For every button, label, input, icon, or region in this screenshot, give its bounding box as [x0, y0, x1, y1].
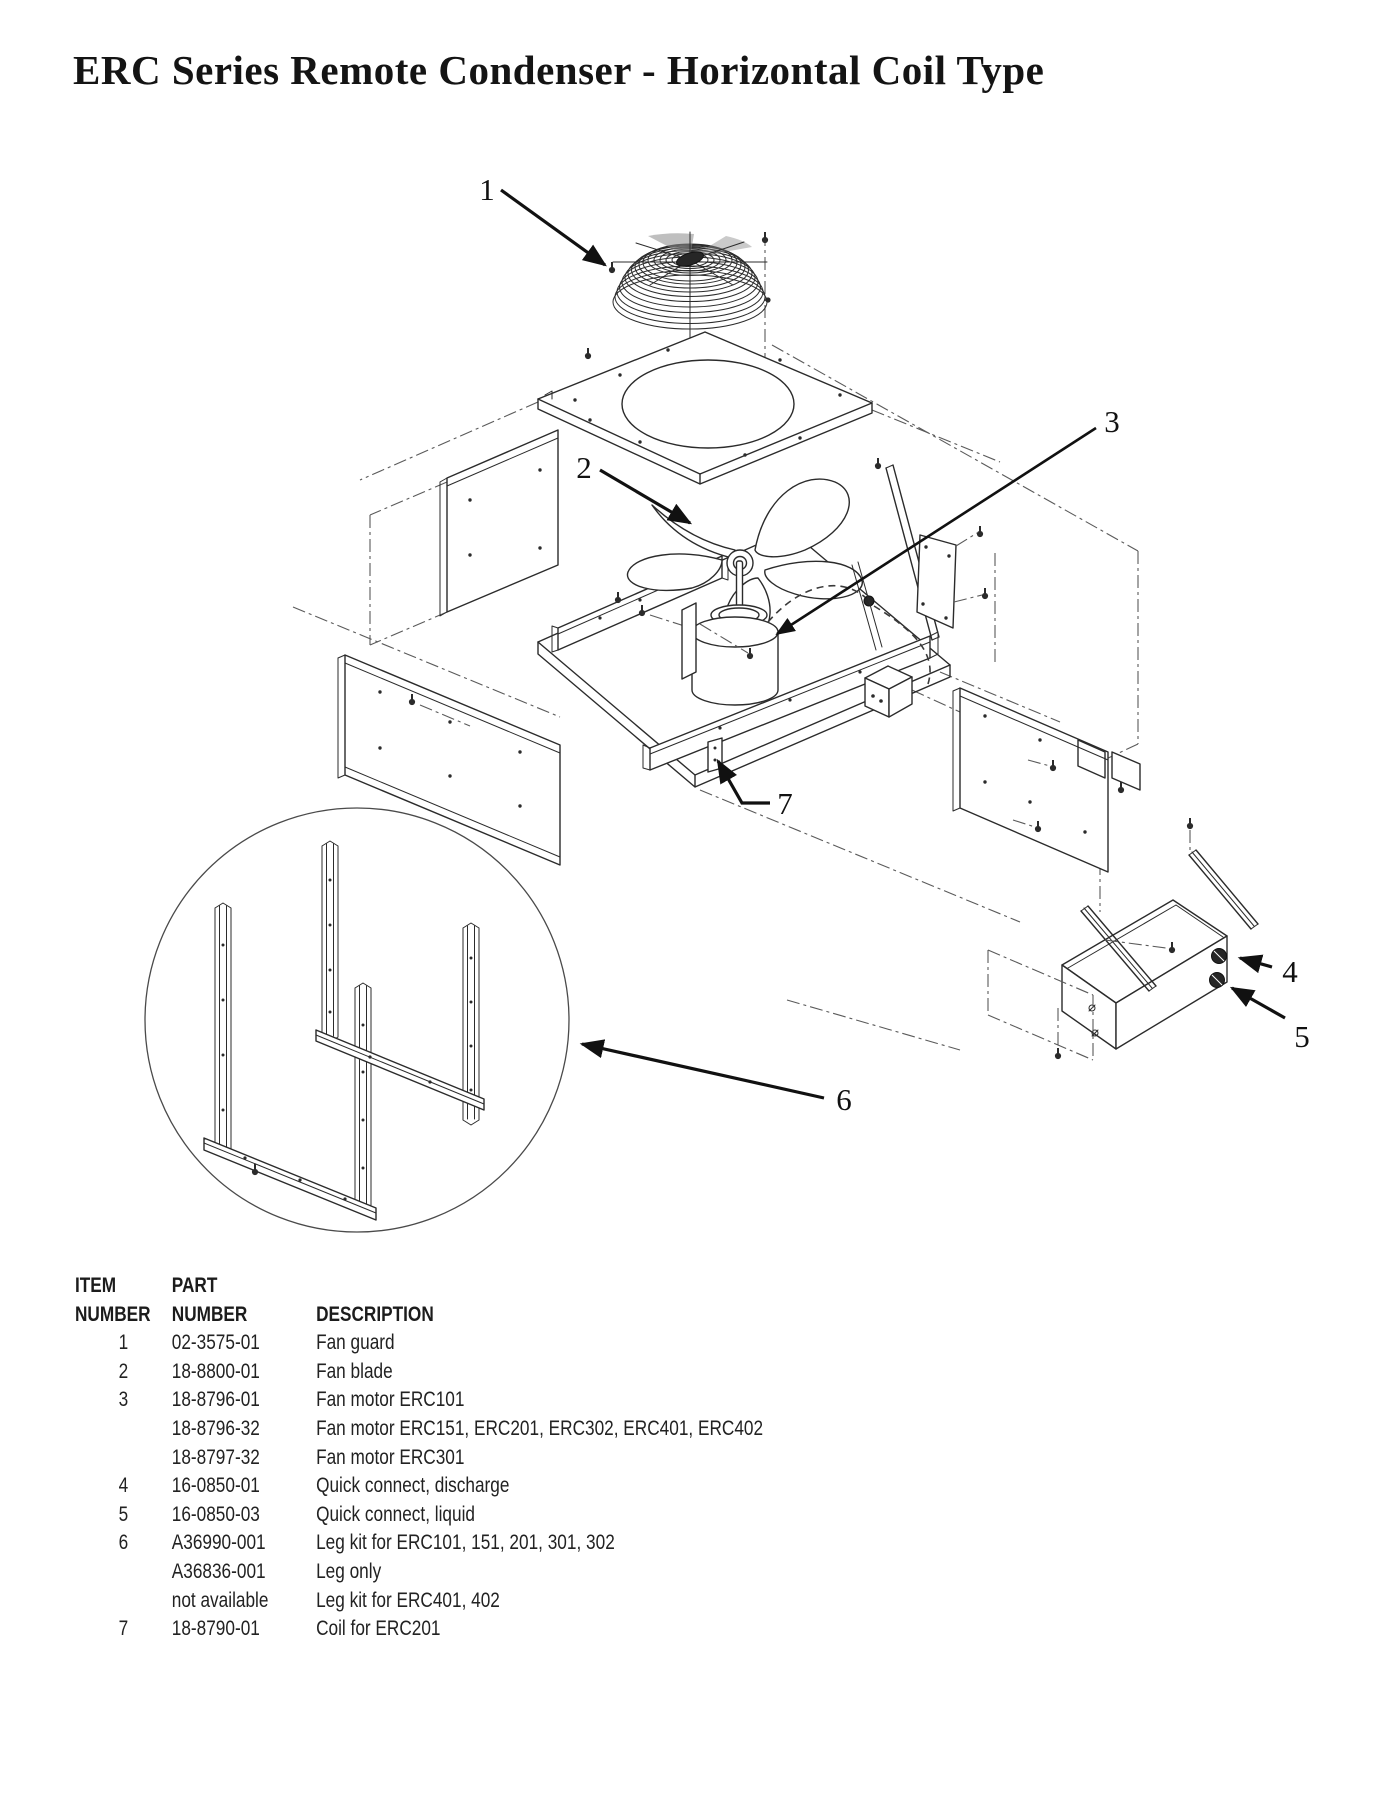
- leg-channel: [214, 902, 232, 1158]
- callout-arrow-7: [716, 758, 770, 805]
- table-row: 2 18-8800-01 Fan blade: [75, 1358, 763, 1387]
- cell-item: 1: [118, 1331, 129, 1355]
- cell-description: Fan motor ERC151, ERC201, ERC302, ERC401…: [316, 1416, 764, 1440]
- callout-arrow-1: [500, 188, 607, 267]
- cell-item: [75, 1444, 172, 1473]
- cell-description: Fan motor ERC101: [316, 1388, 465, 1412]
- cell-item: 5: [118, 1502, 129, 1526]
- header-description: DESCRIPTION: [316, 1302, 434, 1326]
- header-part-line1: PART: [171, 1274, 218, 1297]
- callout-label-1: 1: [479, 172, 495, 207]
- table-header-row: NUMBER NUMBER DESCRIPTION: [75, 1301, 763, 1330]
- quick-connect-liquid: [1209, 972, 1225, 988]
- cell-item: 2: [118, 1359, 129, 1383]
- cell-part: 02-3575-01: [171, 1331, 260, 1355]
- table-row: 5 16-0850-03 Quick connect, liquid: [75, 1501, 763, 1530]
- cell-item: 3: [118, 1388, 129, 1412]
- phantom-panel: [987, 949, 1094, 1061]
- cell-part: 18-8796-01: [171, 1388, 260, 1412]
- cell-item: 7: [118, 1617, 129, 1641]
- leg-channel: [321, 840, 339, 1043]
- cell-description: Fan blade: [316, 1359, 393, 1383]
- cell-part: 18-8790-01: [171, 1617, 260, 1641]
- callout-arrow-6: [579, 1039, 825, 1100]
- cell-part: A36836-001: [171, 1559, 266, 1583]
- table-row: 3 18-8796-01 Fan motor ERC101: [75, 1386, 763, 1415]
- callout-arrow-2: [599, 468, 693, 525]
- cell-item: [75, 1587, 172, 1616]
- callout-label-2: 2: [576, 450, 592, 485]
- cell-description: Fan motor ERC301: [316, 1445, 465, 1469]
- callout-label-6: 6: [836, 1082, 852, 1117]
- callout-label-4: 4: [1282, 954, 1298, 989]
- callout-arrow-3: [775, 426, 1097, 636]
- cell-part: not available: [171, 1588, 269, 1612]
- callout-label-7: 7: [777, 786, 793, 821]
- cell-description: Coil for ERC201: [316, 1617, 441, 1641]
- header-item-line1: ITEM: [75, 1274, 117, 1297]
- cell-part: 18-8796-32: [171, 1416, 260, 1440]
- table-row: A36836-001 Leg only: [75, 1558, 763, 1587]
- callout-arrow-5: [1229, 986, 1286, 1020]
- cell-item: 4: [118, 1474, 129, 1498]
- leg-channel: [462, 922, 480, 1126]
- top-panel: [537, 331, 873, 485]
- fan-motor: [681, 560, 779, 706]
- callout-label-3: 3: [1104, 404, 1120, 439]
- fan-blade: [626, 478, 863, 645]
- parts-table: ITEM PART NUMBER NUMBER DESCRIPTION 1 02…: [75, 1272, 763, 1644]
- table-header-row: ITEM PART: [75, 1272, 763, 1301]
- coil-box: [987, 817, 1259, 1061]
- cell-description: Leg only: [316, 1559, 382, 1583]
- cell-item: [75, 1415, 172, 1444]
- cell-part: 18-8800-01: [171, 1359, 260, 1383]
- leg-rail: [315, 1029, 485, 1111]
- table-row: not available Leg kit for ERC401, 402: [75, 1587, 763, 1616]
- cell-item: [75, 1558, 172, 1587]
- cell-part: A36990-001: [171, 1531, 266, 1555]
- cell-part: 18-8797-32: [171, 1445, 260, 1469]
- quick-connect-discharge: [1211, 948, 1227, 964]
- cell-description: Fan guard: [316, 1331, 395, 1355]
- callout-label-5: 5: [1294, 1019, 1310, 1054]
- table-row: 1 02-3575-01 Fan guard: [75, 1329, 763, 1358]
- right-side-panels: [851, 457, 1141, 873]
- cell-description: Quick connect, liquid: [316, 1502, 475, 1526]
- left-side-panels: [337, 429, 561, 866]
- cell-description: Leg kit for ERC401, 402: [316, 1588, 500, 1612]
- table-row: 4 16-0850-01 Quick connect, discharge: [75, 1472, 763, 1501]
- leg-rail: [203, 1137, 377, 1221]
- cell-description: Quick connect, discharge: [316, 1474, 510, 1498]
- callout-arrow-4: [1237, 954, 1273, 974]
- leg-kit-inset: [144, 807, 570, 1233]
- cell-part: 16-0850-03: [171, 1502, 260, 1526]
- exploded-diagram: 1 2 3 4 5 6 7: [144, 172, 1310, 1233]
- cell-part: 16-0850-01: [171, 1474, 260, 1498]
- table-row: 7 18-8790-01 Coil for ERC201: [75, 1615, 763, 1644]
- header-part-line2: NUMBER: [171, 1302, 248, 1326]
- leg-channel: [354, 982, 372, 1211]
- cell-item: 6: [118, 1531, 129, 1555]
- page-title: ERC Series Remote Condenser - Horizontal…: [73, 47, 1045, 93]
- table-row: 6 A36990-001 Leg kit for ERC101, 151, 20…: [75, 1529, 763, 1558]
- table-row: 18-8797-32 Fan motor ERC301: [75, 1444, 763, 1473]
- table-row: 18-8796-32 Fan motor ERC151, ERC201, ERC…: [75, 1415, 763, 1444]
- cell-description: Leg kit for ERC101, 151, 201, 301, 302: [316, 1531, 615, 1555]
- fan-guard: [607, 231, 771, 347]
- callouts: 1 2 3 4 5 6 7: [479, 172, 1310, 1117]
- header-item-line2: NUMBER: [75, 1302, 151, 1326]
